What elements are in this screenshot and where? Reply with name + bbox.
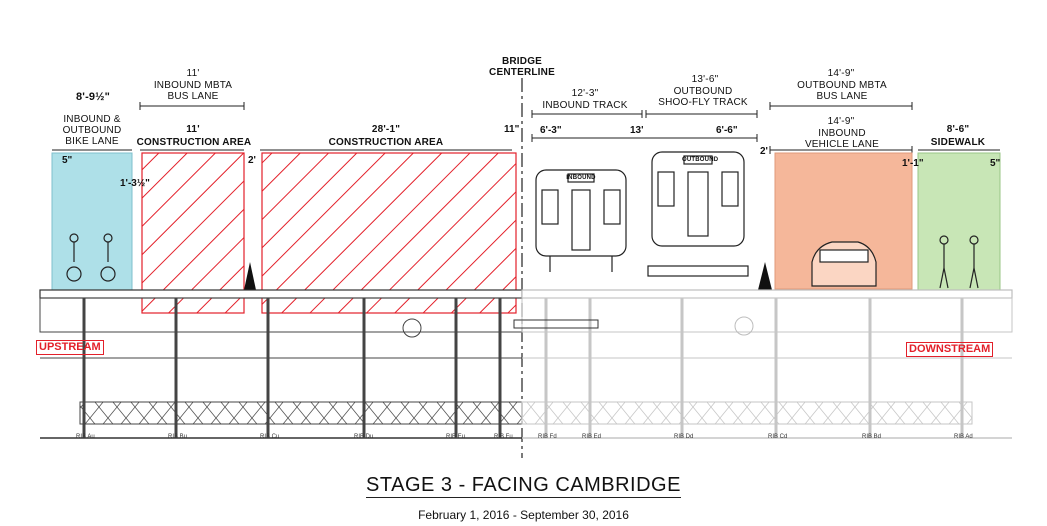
girder-downstream	[521, 297, 1013, 333]
outbound-track-width: 13'-6"	[691, 74, 719, 85]
construction-2-label: CONSTRUCTION AREA	[328, 137, 444, 148]
vehicle-lane-width: 14'-9"	[827, 116, 855, 127]
rib-label: RIB Ed	[582, 434, 602, 440]
construction-1-width: 11'	[186, 124, 200, 135]
construction-1-label: CONSTRUCTION AREA	[136, 137, 252, 148]
columns-downstream	[544, 298, 964, 438]
date-range: February 1, 2016 - September 30, 2016	[418, 508, 629, 522]
sidewalk-label: SIDEWALK	[930, 137, 986, 148]
inbound-train	[535, 169, 627, 272]
centerline-plate	[513, 319, 599, 329]
deck-upstream	[39, 289, 523, 299]
car-figure	[811, 241, 877, 287]
rib-label: RIB Au	[76, 434, 95, 440]
vehicle-lane-edge: 1'-1"	[902, 158, 924, 169]
rib-label: RIB Ad	[954, 434, 973, 440]
inbound-track-sub: 6'-3"	[540, 125, 562, 136]
columns-upstream	[82, 298, 502, 438]
rib-label: RIB Cu	[260, 434, 280, 440]
rib-label: RIB Bd	[862, 434, 882, 440]
construction-2-width: 28'-1"	[371, 124, 401, 135]
pipe-downstream	[734, 316, 754, 336]
rib-label: RIB Eu	[446, 434, 466, 440]
construction-area-1	[141, 152, 245, 314]
outbound-bus-width: 14'-9"	[827, 68, 855, 79]
rib-label: RIB Bu	[168, 434, 188, 440]
rib-label: RIB Fu	[494, 434, 513, 440]
barrier-cone-right	[758, 262, 772, 290]
bike-lane-area	[51, 152, 133, 294]
truss-downstream	[521, 401, 973, 425]
inbound-track-width: 12'-3"	[571, 88, 599, 99]
outbound-track-sub: 6'-6"	[716, 125, 738, 136]
pedestrians-figure	[939, 235, 979, 289]
mbta-bus-width: 11'	[186, 68, 200, 79]
bike-width: 8'-9½"	[75, 91, 111, 103]
outbound-train	[647, 151, 749, 277]
construction-2-gap: 11"	[504, 124, 520, 135]
page-title-text: STAGE 3 - FACING CAMBRIDGE	[366, 474, 681, 498]
sidewalk-width: 8'-6"	[946, 124, 970, 135]
inbound-train-sign: INBOUND	[566, 175, 596, 181]
sidewalk-edge: 5"	[990, 158, 1001, 169]
page-title: STAGE 3 - FACING CAMBRIDGE	[0, 474, 1047, 498]
bike-edge-left: 5"	[62, 155, 73, 166]
outbound-train-sign: OUTBOUND	[682, 157, 719, 163]
upstream-tag: UPSTREAM	[36, 340, 104, 355]
deck-downstream	[521, 289, 1013, 299]
sidewalk-area	[917, 152, 1001, 292]
rib-label: RIB Du	[354, 434, 374, 440]
outbound-track-gap: 2'	[760, 146, 768, 157]
bike-edge-right: 1'-3½"	[120, 178, 150, 189]
outbound-track-mid: 13'	[630, 125, 644, 136]
construction-1-gap: 2'	[248, 155, 256, 166]
barrier-cone-left	[244, 262, 256, 290]
rib-label: RIB Cd	[768, 434, 788, 440]
cyclists-figure	[66, 233, 116, 282]
downstream-tag: DOWNSTREAM	[906, 342, 994, 357]
rib-label: RIB Dd	[674, 434, 694, 440]
rib-label: RIB Fd	[538, 434, 557, 440]
construction-area-2	[261, 152, 517, 314]
dimension-lines	[52, 102, 1000, 154]
pipe-upstream	[402, 318, 422, 338]
inbound-track-label: INBOUND TRACK	[542, 100, 628, 111]
